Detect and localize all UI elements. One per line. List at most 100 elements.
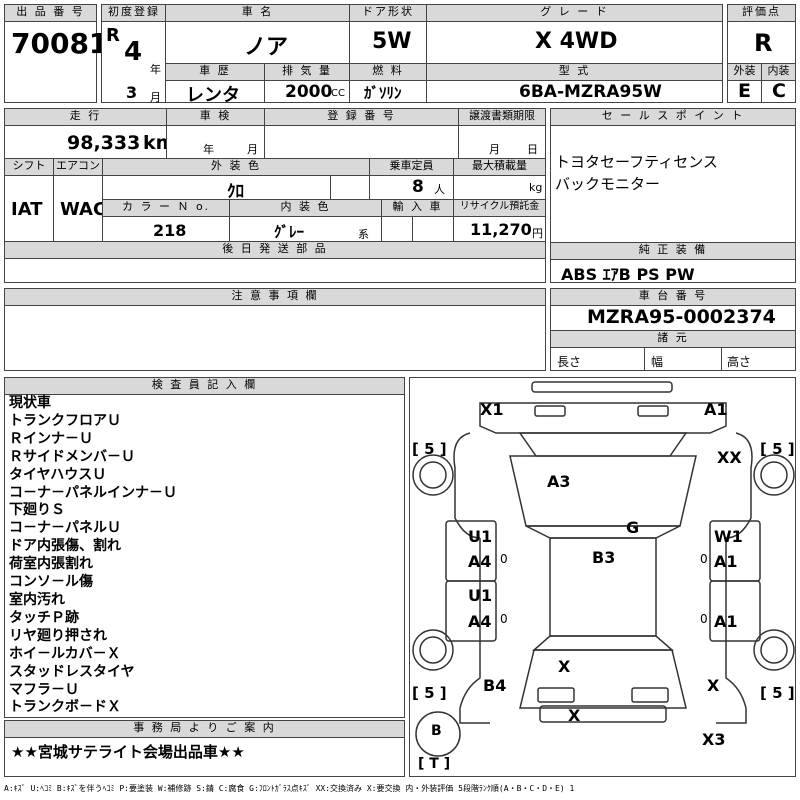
exterior-box: 外装 E	[727, 63, 762, 103]
year-unit: 年	[150, 63, 161, 76]
score-label: 評価点	[728, 5, 795, 22]
caution-notes-label: 注 意 事 項 欄	[5, 289, 545, 306]
interior-label: 内装	[762, 64, 795, 81]
fuel-box: 燃 料 ｶﾞｿﾘﾝ	[349, 63, 427, 103]
zero-marker-4: 0	[700, 612, 708, 626]
registration-number-label: 登 録 番 号	[265, 109, 458, 126]
later-parts-label: 後 日 発 送 部 品	[5, 242, 545, 259]
import-box: 輸 入 車	[381, 199, 454, 242]
grade-box: グ レ ー ド X 4WD	[426, 4, 723, 64]
damage-a3: A3	[547, 472, 571, 491]
damage-u1-left-rear: U1	[468, 586, 493, 605]
interior-grade: C	[772, 80, 786, 102]
chassis-number: MZRA95-0002374	[587, 306, 776, 328]
equipment: ABS ｴｱB PS PW	[561, 265, 695, 284]
color-number-box: カ ラ ー Ｎ o. 218	[102, 199, 230, 242]
fuel: ｶﾞｿﾘﾝ	[364, 84, 402, 102]
inspector-note: 荷室内張割れ	[9, 556, 93, 573]
damage-a1-right-rear: A1	[714, 612, 738, 631]
wheel-front-right	[753, 454, 795, 496]
damage-g: G	[626, 518, 640, 537]
lot-number: 70081	[11, 27, 109, 60]
capacity-box: 乗車定員 8 人	[369, 158, 454, 200]
wheel-front-right-inner	[760, 461, 788, 489]
grille-shape-2	[637, 405, 669, 417]
max-load-label: 最大積載量	[454, 159, 545, 176]
equipment-box: 純 正 装 備 ABS ｴｱB PS PW	[550, 242, 796, 284]
interior-color: ｸﾞﾚｰ	[274, 223, 305, 241]
tire-depth-rear-right: [ 5 ]	[760, 684, 795, 702]
exterior-color-label: 外 装 色	[103, 159, 369, 176]
sales-point-line-2: バックモニター	[555, 175, 661, 193]
month: 3	[126, 83, 138, 102]
capacity-label: 乗車定員	[370, 159, 453, 176]
wheel-front-left	[412, 454, 454, 496]
exterior-label: 外装	[728, 64, 761, 81]
history-label: 車 歴	[166, 64, 264, 81]
mileage: 98,333	[67, 132, 141, 154]
car-diagram-box: X1 A1 [ 5 ] [ 5 ] XX A3 G U1 W1 B3 A4 0 …	[409, 377, 796, 777]
front-bumper-shape	[531, 381, 673, 393]
shift-label: シフト	[5, 159, 53, 176]
lot-number-box: 出 品 番 号 70081	[4, 4, 108, 103]
zero-marker-2: 0	[700, 552, 708, 566]
displacement-label: 排 気 量	[265, 64, 349, 81]
car-name-box: 車 名 ノア	[165, 4, 350, 64]
model-box: 型 式 6BA-MZRA95W	[426, 63, 723, 103]
recycle-box: リサイクル預託金 11,270 円	[453, 199, 546, 242]
inspector-list: 現状車 トランクフロアＵ Ｒインナ－Ｕ Ｒサイドメンバ－Ｕ タイヤハウスＵ コ－…	[9, 395, 177, 717]
tire-depth-front-left: [ 5 ]	[412, 440, 447, 458]
damage-x-rear-center: X	[558, 657, 571, 676]
damage-b3: B3	[592, 548, 616, 567]
recycle-deposit: 11,270	[470, 220, 532, 239]
era: R	[106, 25, 120, 46]
inspector-note: リヤ廻り押され	[9, 627, 107, 644]
inspector-note: 現状車	[9, 395, 51, 411]
spec-divider-2	[721, 347, 722, 371]
color-number: 218	[153, 221, 187, 240]
color-number-label: カ ラ ー Ｎ o.	[103, 200, 229, 217]
damage-x3: X3	[702, 730, 726, 749]
rear-lamp-left	[537, 687, 575, 703]
inspection-year-unit: 年	[203, 143, 214, 156]
later-parts-box: 後 日 発 送 部 品	[4, 241, 546, 283]
shift-box: シフト IAT	[4, 158, 54, 242]
zero-marker-3: 0	[500, 612, 508, 626]
inspector-note: コ－ナ－パネルＵ	[9, 520, 121, 537]
wheel-rear-right-inner	[760, 636, 788, 664]
roof-rear	[532, 635, 674, 651]
grade: X 4WD	[535, 29, 618, 54]
office-box: 事 務 局 よ り ご 案 内 ★★宮城サテライト会場出品車★★	[4, 720, 405, 777]
chassis-box: 車 台 番 号 MZRA95-0002374	[550, 288, 796, 331]
damage-b4: B4	[483, 676, 507, 695]
office-label: 事 務 局 よ り ご 案 内	[5, 721, 404, 738]
front-left-fender	[453, 432, 481, 539]
tire-depth-rear-left: [ 5 ]	[412, 684, 447, 702]
front-right-fender	[725, 432, 753, 539]
damage-u1-left-front: U1	[468, 527, 493, 546]
chassis-label: 車 台 番 号	[551, 289, 795, 306]
transfer-deadline-label: 譲渡書類期限	[459, 109, 545, 126]
recycle-unit: 円	[532, 227, 543, 240]
inspector-note: トランクボ－ドＸ	[9, 699, 121, 716]
spec-label: 諸 元	[551, 331, 795, 348]
damage-x-bumper: X	[568, 706, 581, 725]
shift: IAT	[11, 199, 43, 220]
rear-lamp-right	[631, 687, 669, 703]
grade-label: グ レ ー ド	[427, 5, 722, 22]
zero-marker-1: 0	[500, 552, 508, 566]
spec-divider-1	[644, 347, 645, 371]
capacity-unit: 人	[434, 183, 445, 196]
exterior-color-divider	[330, 175, 331, 200]
equipment-label: 純 正 装 備	[551, 243, 795, 260]
height-label: 高さ	[727, 355, 752, 369]
rear-bumper-shape	[539, 705, 667, 723]
mileage-label: 走 行	[5, 109, 166, 126]
office-message: ★★宮城サテライト会場出品車★★	[11, 743, 245, 761]
damage-x1: X1	[480, 400, 504, 419]
front-outline	[479, 402, 727, 434]
interior-box: 内装 C	[761, 63, 796, 103]
mileage-box: 走 行 98,333 km	[4, 108, 175, 159]
inspector-note: コンソ－ル傷	[9, 574, 93, 591]
sales-points-box: セ ー ル ス ポ イ ン ト トヨタセーフティセンス バックモニター	[550, 108, 796, 243]
